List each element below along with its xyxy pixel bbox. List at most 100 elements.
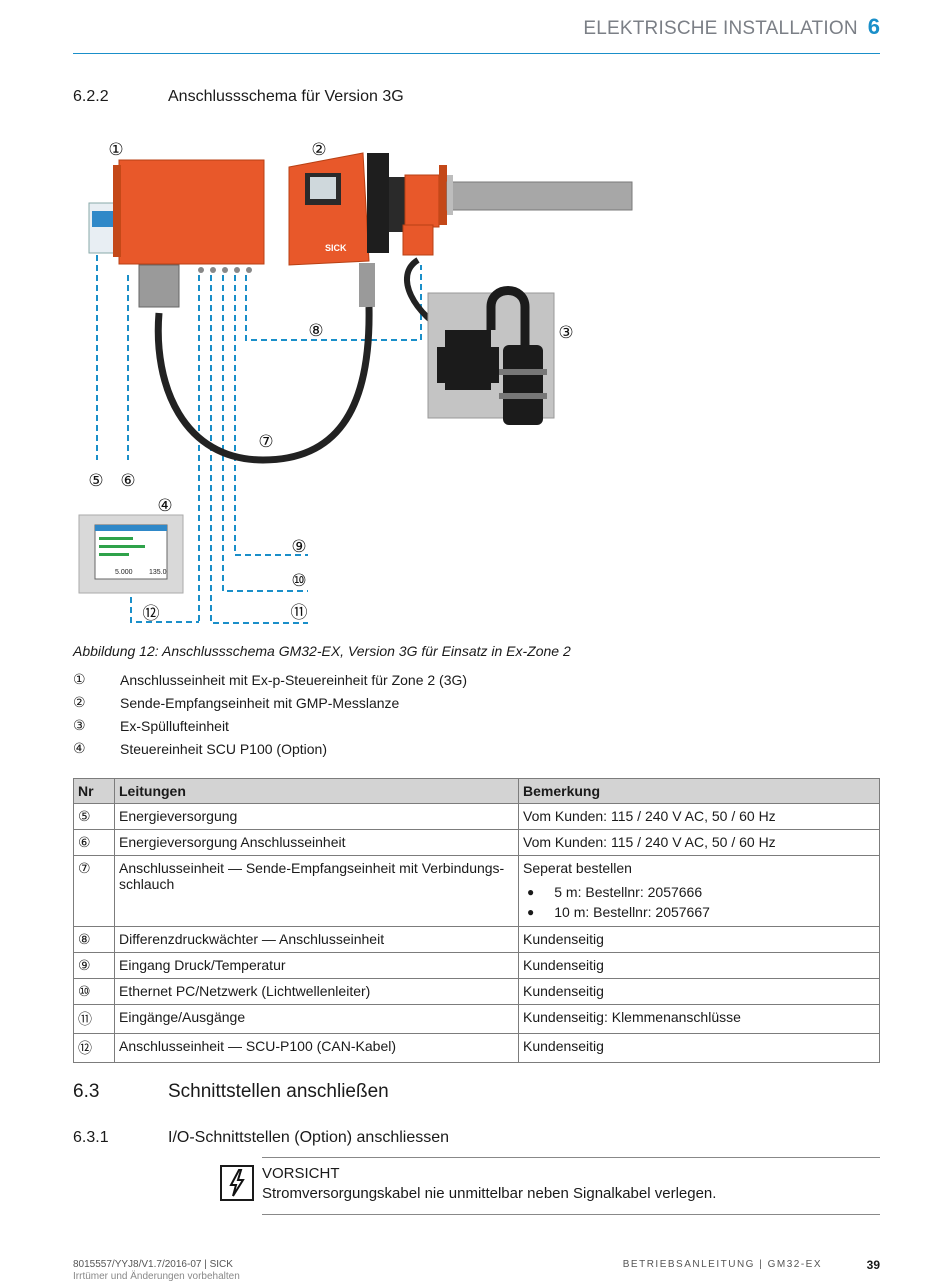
header-leitungen: Leitungen	[114, 778, 519, 804]
screen-value-2: 135.0	[149, 569, 167, 576]
legend-text: Sende-Empfangseinheit mit GMP-Messlanze	[120, 694, 400, 711]
bullet-icon: ●	[527, 905, 535, 919]
section-heading-6-3: 6.3 Schnittstellen anschließen	[73, 1081, 389, 1103]
figure-caption: Abbildung 12: Anschlussschema GM32-EX, V…	[73, 643, 571, 659]
line-12	[130, 275, 200, 623]
table-row: ⑩ Ethernet PC/Netzwerk (Lichtwellenleite…	[73, 978, 880, 1005]
section-title: Schnittstellen anschließen	[168, 1081, 389, 1102]
cell-nr: ⑤	[73, 803, 115, 830]
line-8	[245, 265, 422, 341]
header-rule	[73, 53, 880, 54]
line-9	[234, 275, 308, 556]
callout-12: ⑫	[143, 604, 160, 624]
table-row: ⑥ Energieversorgung Anschlusseinheit Vom…	[73, 829, 880, 856]
cell-bemerkung: Vom Kunden: 115 / 240 V AC, 50 / 60 Hz	[518, 803, 880, 830]
connection-diagram: SICK 5.000 135.0 ① ② ③ ④	[78, 140, 633, 624]
section-number: 6.2.2	[73, 88, 109, 105]
section-number: 6.3.1	[73, 1129, 109, 1146]
callout-7: ⑦	[258, 432, 273, 452]
legend-number: ②	[73, 694, 86, 710]
cell-bemerkung: Kundenseitig	[518, 1033, 880, 1063]
table-header-row: Nr Leitungen Bemerkung	[73, 778, 880, 804]
cell-leitung: Ethernet PC/Netzwerk (Lichtwellenleiter)	[114, 978, 519, 1005]
callout-11: ⑪	[291, 603, 308, 623]
cable-table: Nr Leitungen Bemerkung ⑤ Energieversorgu…	[73, 778, 880, 1063]
table-row: ⑧ Differenzdruckwächter — Anschlusseinhe…	[73, 926, 880, 953]
cell-nr: ⑨	[73, 952, 115, 979]
connection-lines	[96, 255, 422, 624]
legend-text: Anschlusseinheit mit Ex-p-Steuereinheit …	[120, 671, 468, 688]
table-row: ⑪ Eingänge/Ausgänge Kundenseitig: Klemme…	[73, 1004, 880, 1034]
cell-bemerkung: Kundenseitig: Klemmenanschlüsse	[518, 1004, 880, 1034]
cell-nr: ⑦	[73, 855, 115, 927]
cell-leitung: Energieversorgung Anschlusseinheit	[114, 829, 519, 856]
table-row: ⑤ Energieversorgung Vom Kunden: 115 / 24…	[73, 803, 880, 830]
cell-leitung: Anschlusseinheit — SCU-P100 (CAN-Kabel)	[114, 1033, 519, 1063]
purge-air-unit	[427, 286, 555, 425]
section-number: 6.3	[73, 1081, 100, 1102]
section-title: Anschlussschema für Version 3G	[168, 88, 404, 105]
chapter-title: ELEKTRISCHE INSTALLATION	[583, 18, 858, 39]
cell-bemerkung: Kundenseitig	[518, 926, 880, 953]
section-heading-6-3-1: 6.3.1 I/O-Schnittstellen (Option) anschli…	[73, 1129, 449, 1147]
header-nr: Nr	[73, 778, 115, 804]
list-item: ● 10 m: Bestellnr: 2057667	[523, 902, 875, 922]
footer-left: 8015557/YYJ8/V1.7/2016-07 | SICK Irrtüme…	[73, 1259, 240, 1283]
cell-bemerkung: Kundenseitig	[518, 952, 880, 979]
legend-text: Ex-Spüllufteinheit	[120, 717, 229, 734]
screen-value-1: 5.000	[115, 569, 133, 576]
section-title: I/O-Schnittstellen (Option) anschliessen	[168, 1129, 450, 1146]
legend-number: ①	[73, 671, 86, 687]
callout-9: ⑨	[291, 537, 306, 557]
legend-item: ② Sende-Empfangseinheit mit GMP-Messlanze	[73, 691, 467, 714]
notice-text: Stromversorgungskabel nie unmittelbar ne…	[262, 1185, 717, 1202]
notice-rule-top	[262, 1157, 880, 1158]
cell-nr: ⑫	[73, 1033, 115, 1063]
table-row: ⑨ Eingang Druck/Temperatur Kundenseitig	[73, 952, 880, 979]
notice-title: VORSICHT	[262, 1165, 340, 1182]
sender-receiver-unit: SICK	[288, 152, 633, 307]
bullet-text: 10 m: Bestellnr: 2057667	[554, 904, 710, 920]
scu-p100-unit: 5.000 135.0	[78, 514, 184, 594]
cell-leitung: Eingang Druck/Temperatur	[114, 952, 519, 979]
manual-title: BETRIEBSANLEITUNG | GM32-EX	[622, 1259, 822, 1270]
callout-6: ⑥	[120, 471, 135, 491]
disclaimer: Irrtümer und Änderungen vorbehalten	[73, 1271, 240, 1282]
order-number-list: ●5 m: Bestellnr: 2057666 ● 10 m: Bestelln…	[523, 882, 875, 922]
list-item: ●5 m: Bestellnr: 2057666	[523, 882, 875, 902]
cell-nr: ⑩	[73, 978, 115, 1005]
cell-bemerkung: Vom Kunden: 115 / 240 V AC, 50 / 60 Hz	[518, 829, 880, 856]
cell-nr: ⑧	[73, 926, 115, 953]
callout-5: ⑤	[88, 471, 103, 491]
legend-item: ③ Ex-Spüllufteinheit	[73, 714, 467, 737]
cell-leitung: Eingänge/Ausgänge	[114, 1004, 519, 1034]
document-id: 8015557/YYJ8/V1.7/2016-07 | SICK	[73, 1259, 233, 1270]
cell-nr: ⑥	[73, 829, 115, 856]
callout-4: ④	[157, 496, 172, 516]
callout-3: ③	[558, 323, 573, 343]
line-10	[222, 275, 308, 592]
line-11	[210, 275, 308, 624]
header-bemerkung: Bemerkung	[518, 778, 880, 804]
cell-leitung: Energieversorgung	[114, 803, 519, 830]
callout-2: ②	[311, 140, 326, 160]
cell-leitung: Differenzdruckwächter — Anschlusseinheit	[114, 926, 519, 953]
cell-leitung: Anschlusseinheit — Sende-Empfangseinheit…	[114, 855, 519, 927]
callout-1: ①	[108, 140, 123, 160]
callout-8: ⑧	[308, 321, 323, 341]
notice-rule-bottom	[262, 1214, 880, 1215]
callout-10: ⑩	[291, 571, 306, 591]
cell-nr: ⑪	[73, 1004, 115, 1034]
cell-bemerkung: Seperat bestellen ●5 m: Bestellnr: 20576…	[518, 855, 880, 927]
figure-legend: ① Anschlusseinheit mit Ex-p-Steuereinheit…	[73, 668, 467, 760]
brand-label: SICK	[325, 243, 347, 253]
legend-text: Steuereinheit SCU P100 (Option)	[120, 740, 327, 757]
bullet-icon: ●	[527, 885, 535, 899]
page-number: 39	[866, 1258, 880, 1272]
bemerkung-text: Seperat bestellen	[523, 860, 632, 876]
legend-number: ③	[73, 717, 86, 733]
connection-unit	[113, 159, 265, 308]
connection-hose	[154, 306, 373, 464]
table-row: ⑦ Anschlusseinheit — Sende-Empfangseinhe…	[73, 855, 880, 927]
